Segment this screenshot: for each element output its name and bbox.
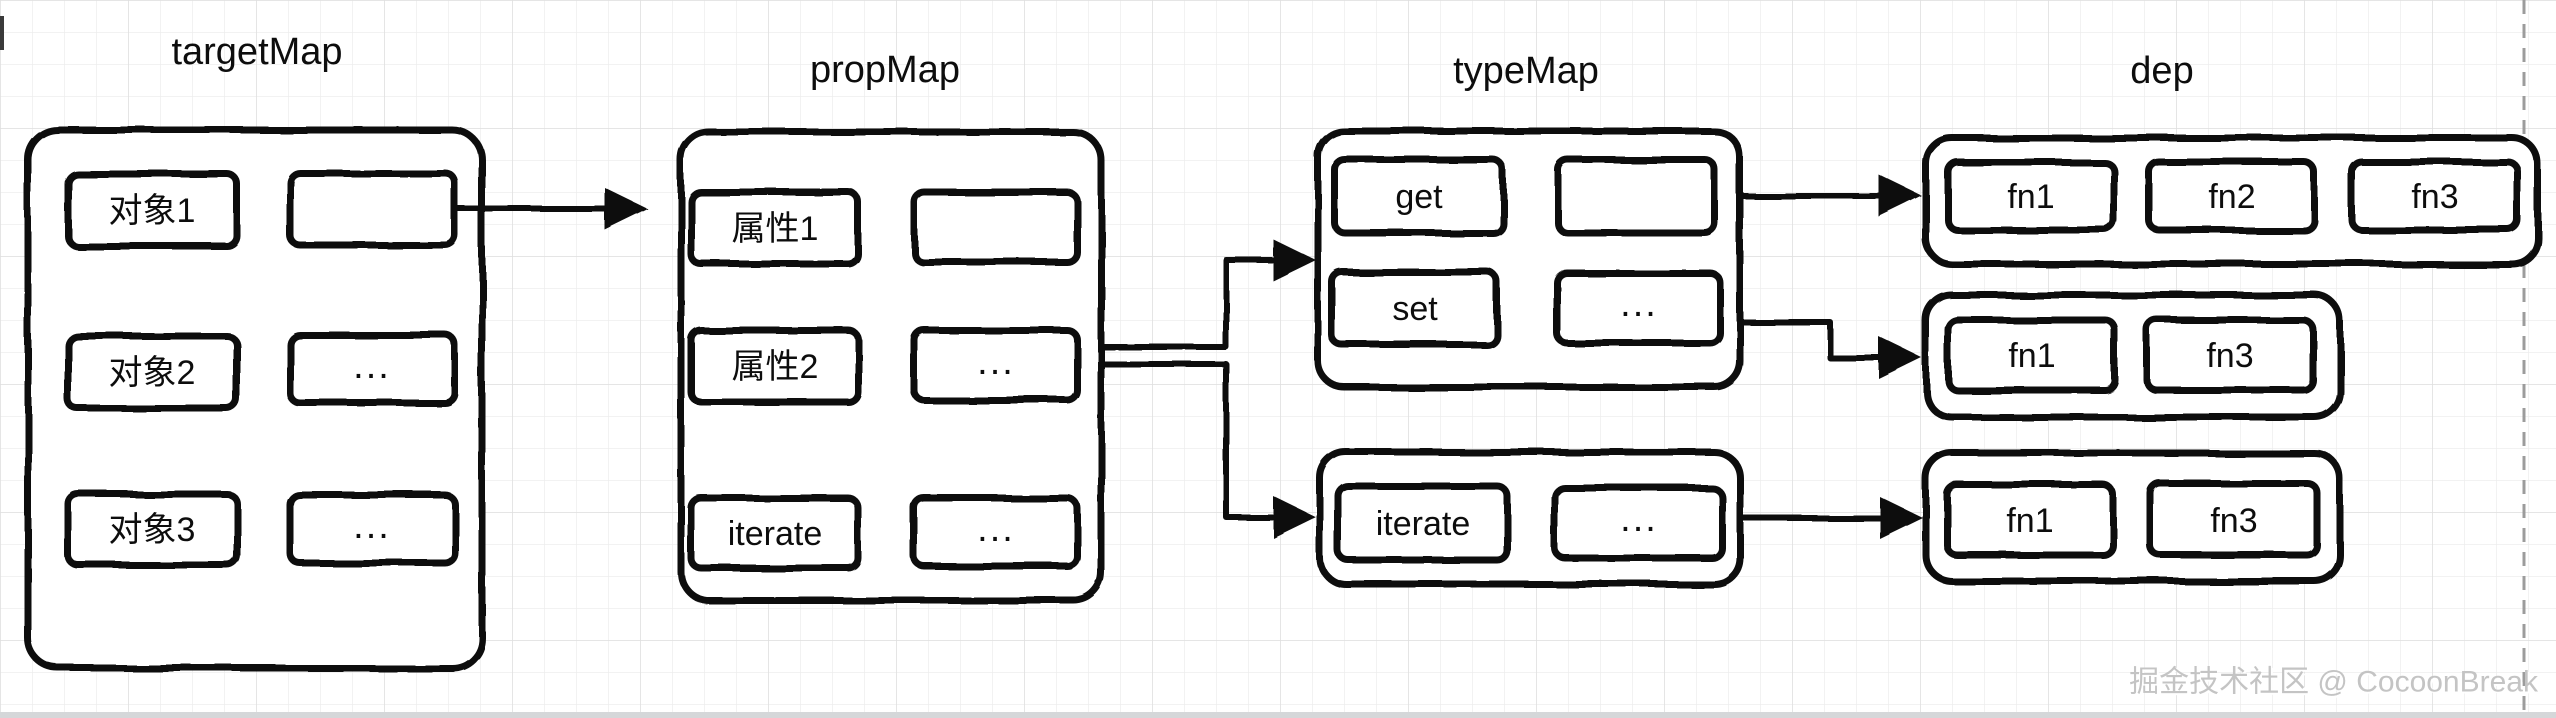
labels-group: 对象1 对象2 ... 对象3 ... 属性1 属性2 ... iterate … bbox=[109, 178, 2459, 553]
dep2-fn3-box bbox=[2143, 316, 2317, 394]
propmap-key-1-label: 属性1 bbox=[732, 210, 819, 248]
targetmap-key-1-label: 对象1 bbox=[109, 192, 196, 230]
dep-title: dep bbox=[2130, 50, 2193, 92]
targetmap-group bbox=[24, 126, 486, 672]
propmap-value-2 bbox=[910, 326, 1081, 404]
propmap-group bbox=[677, 128, 1105, 604]
dep2-fn1-label: fn1 bbox=[2008, 337, 2055, 375]
dep-group bbox=[1922, 134, 2542, 585]
dep3-fn1-label: fn1 bbox=[2006, 502, 2053, 540]
typemap-value-set bbox=[1553, 269, 1724, 347]
propmap-value-2-label: ... bbox=[977, 341, 1015, 383]
dep3-fn3-box bbox=[2146, 479, 2321, 559]
propmap-key-2 bbox=[687, 326, 862, 406]
typemap-value-get bbox=[1554, 156, 1719, 237]
targetmap-value-2 bbox=[286, 331, 459, 407]
propmap-key-1 bbox=[687, 188, 862, 268]
left-edge-artifact bbox=[0, 16, 4, 50]
targetmap-title: targetMap bbox=[171, 31, 342, 73]
watermark-shadow-text: 掘金技术社区 @ CocoonBreak bbox=[2131, 668, 2541, 701]
watermark-text: 掘金技术社区 @ CocoonBreak bbox=[2129, 666, 2539, 699]
targetmap-key-1 bbox=[64, 170, 241, 250]
propmap-value-3 bbox=[910, 494, 1081, 570]
edge-targetmap-to-propmap-arrowhead bbox=[605, 188, 648, 230]
edge-get-to-dep1-arrowhead bbox=[1879, 175, 1922, 217]
edge-propmap-to-typemap-get-arrowhead bbox=[1273, 239, 1316, 281]
targetmap-value-3 bbox=[286, 491, 459, 567]
watermark: 掘金技术社区 @ CocoonBreak 掘金技术社区 @ CocoonBrea… bbox=[2129, 666, 2541, 701]
typemap-key-get bbox=[1331, 156, 1507, 237]
dep2-fn3-label: fn3 bbox=[2206, 337, 2253, 375]
bottom-window-edge bbox=[0, 712, 2556, 718]
targetmap-value-1 bbox=[286, 169, 459, 249]
edge-iterate-to-dep3-arrowhead bbox=[1880, 497, 1923, 539]
dep3-fn1-box bbox=[1943, 481, 2117, 559]
typemap-value-iterate bbox=[1551, 484, 1726, 562]
dep1-fn3-box bbox=[2348, 158, 2522, 234]
typemap-title: typeMap bbox=[1453, 50, 1599, 92]
dep1-fn2-label: fn2 bbox=[2208, 178, 2255, 216]
propmap-key-2-label: 属性2 bbox=[732, 348, 819, 386]
targetmap-key-2-label: 对象2 bbox=[109, 354, 196, 392]
typemap-iterate-label: iterate bbox=[1376, 505, 1471, 543]
targetmap-key-3-label: 对象3 bbox=[109, 511, 196, 549]
dep1-fn1-box bbox=[1944, 158, 2118, 234]
dep2-fn1-box bbox=[1944, 316, 2119, 394]
propmap-key-3-label: iterate bbox=[728, 515, 823, 553]
edge-propmap-to-typemap-iterate-arrowhead bbox=[1273, 496, 1316, 538]
edge-propmap-to-typemap-iterate bbox=[1098, 361, 1275, 520]
typemap-iterate-value-label: ... bbox=[1620, 498, 1658, 540]
typemap-get-label: get bbox=[1395, 178, 1443, 216]
edge-set-to-dep2 bbox=[1737, 319, 1883, 361]
typemap-set-label: set bbox=[1392, 290, 1438, 328]
dep1-fn2-box bbox=[2145, 158, 2318, 234]
targetmap-key-2 bbox=[64, 332, 241, 413]
dep3-fn3-label: fn3 bbox=[2210, 502, 2257, 540]
dep1-fn1-label: fn1 bbox=[2007, 178, 2054, 216]
typemap-key-set bbox=[1328, 268, 1501, 349]
propmap-key-3 bbox=[687, 494, 862, 572]
targetmap-key-3 bbox=[64, 490, 241, 569]
propmap-value-3-label: ... bbox=[977, 508, 1015, 550]
edge-set-to-dep2-arrowhead bbox=[1879, 337, 1922, 379]
edges-group bbox=[452, 175, 1923, 539]
propmap-value-1 bbox=[910, 188, 1081, 266]
targetmap-value-2-label: ... bbox=[353, 345, 391, 387]
targetmap-value-3-label: ... bbox=[353, 505, 391, 547]
edge-propmap-to-typemap-get bbox=[1098, 257, 1275, 350]
dep1-fn3-label: fn3 bbox=[2411, 178, 2458, 216]
typemap-key-iterate bbox=[1334, 482, 1511, 564]
typemap-group bbox=[1314, 127, 1744, 588]
typemap-set-value-label: ... bbox=[1620, 283, 1658, 325]
propmap-title: propMap bbox=[810, 49, 960, 91]
